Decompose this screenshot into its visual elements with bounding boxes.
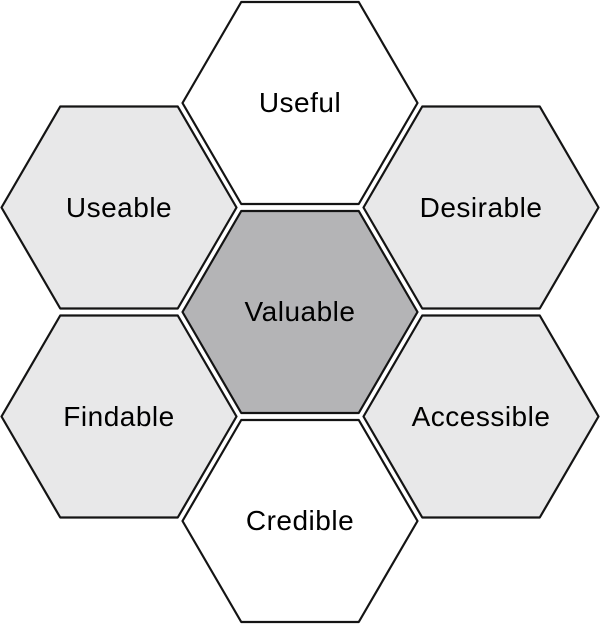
hexagon-findable-shape (0, 314, 238, 519)
hexagon-accessible: Accessible (362, 314, 600, 519)
hexagon-credible: Credible (181, 418, 419, 624)
hexagon-useable-label: Useable (66, 192, 172, 223)
hexagon-credible-label: Credible (246, 505, 354, 536)
hexagon-accessible-shape (362, 314, 600, 519)
hexagon-useful-shape (181, 0, 419, 206)
hexagon-desirable-shape (362, 105, 600, 310)
hexagon-useable: Useable (0, 105, 238, 310)
hexagon-useful: Useful (181, 0, 419, 206)
hexagon-valuable-shape (181, 209, 419, 415)
hexagon-findable: Findable (0, 314, 238, 519)
hexagon-desirable-label: Desirable (420, 192, 543, 223)
hexagon-valuable: Valuable (181, 209, 419, 415)
hexagon-valuable-label: Valuable (245, 296, 356, 327)
hexagon-desirable: Desirable (362, 105, 600, 310)
hexagon-credible-shape (181, 418, 419, 624)
hexagon-useable-shape (0, 105, 238, 310)
hexagon-accessible-label: Accessible (412, 401, 551, 432)
hexagon-findable-label: Findable (63, 401, 174, 432)
hexagon-useful-label: Useful (259, 87, 341, 118)
